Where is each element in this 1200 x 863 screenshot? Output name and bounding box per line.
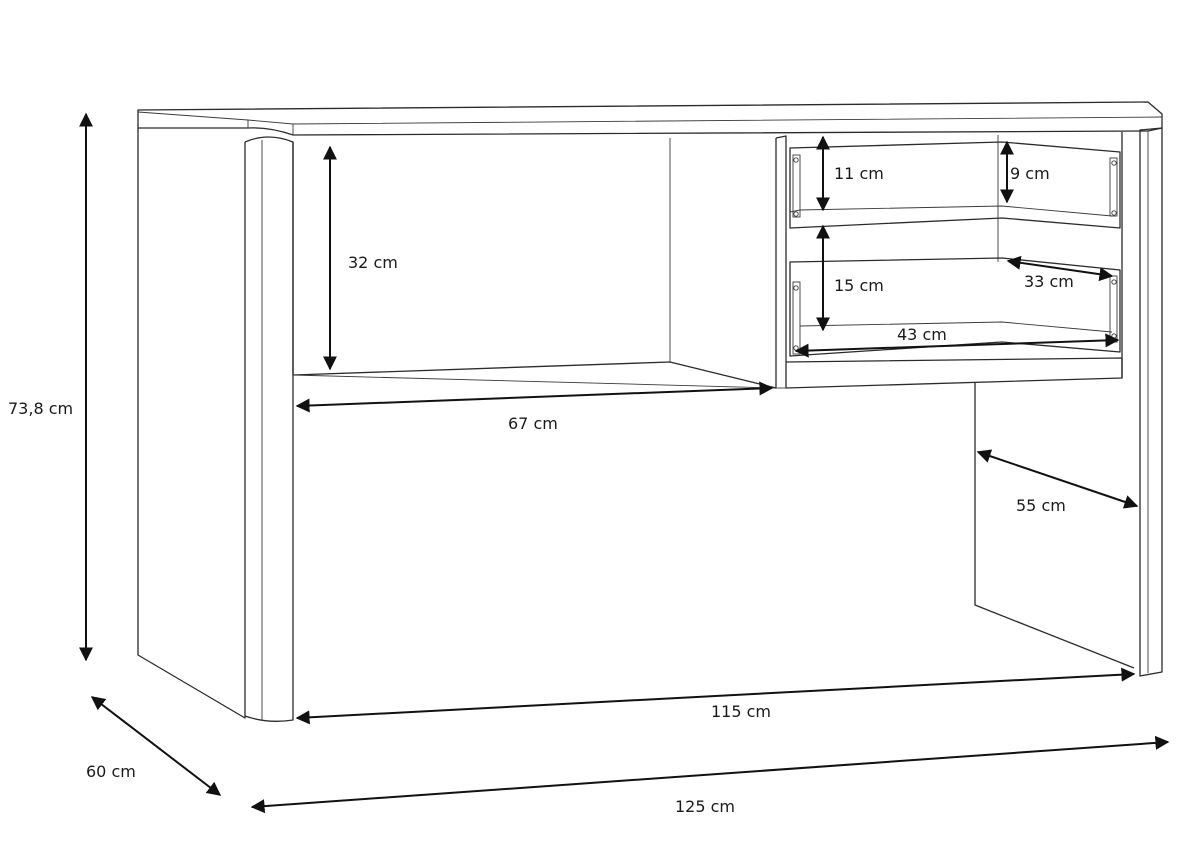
dimension-arrows [79, 112, 1170, 814]
drawer-width-arrow [794, 333, 1120, 358]
shelf-width-label: 67 cm [508, 414, 558, 433]
shelf-width-arrow [295, 381, 774, 413]
drawer-unit-bottom [785, 357, 1123, 378]
upper-left-slide [792, 154, 801, 218]
desk-body [137, 101, 1163, 722]
drawer-width-label: 43 cm [897, 325, 947, 344]
total-width-label: 125 cm [675, 797, 735, 816]
dimension-labels: 73,8 cm 60 cm 125 cm 115 cm 55 cm 67 cm … [8, 164, 1074, 816]
upper-right-slide [1109, 157, 1118, 217]
leg-depth-arrow [976, 449, 1139, 509]
lower-drawer [789, 257, 1121, 357]
upper-drawer [789, 141, 1121, 229]
total-width-arrow [250, 735, 1170, 814]
depth-label: 60 cm [86, 762, 136, 781]
shelf-height-label: 32 cm [348, 253, 398, 272]
depth-arrow [90, 696, 222, 796]
left-side-panel [137, 128, 246, 719]
desktop-top-front-edge [137, 111, 1163, 125]
inner-width-label: 115 cm [711, 702, 771, 721]
right-side-leg [1139, 127, 1163, 677]
drawer-depth-label: 33 cm [1024, 272, 1074, 291]
total-height-label: 73,8 cm [8, 399, 73, 418]
lower-drawer-height-label: 15 cm [834, 276, 884, 295]
drawer-depth-arrow [1006, 255, 1114, 282]
upper-drawer-outer-label: 11 cm [834, 164, 884, 183]
lower-left-slide [792, 281, 801, 355]
inner-width-arrow [295, 667, 1136, 725]
upper-drawer-inner-label: 9 cm [1010, 164, 1050, 183]
left-front-leg [244, 136, 294, 722]
right-inner-panel [974, 383, 1135, 669]
leg-depth-label: 55 cm [1016, 496, 1066, 515]
